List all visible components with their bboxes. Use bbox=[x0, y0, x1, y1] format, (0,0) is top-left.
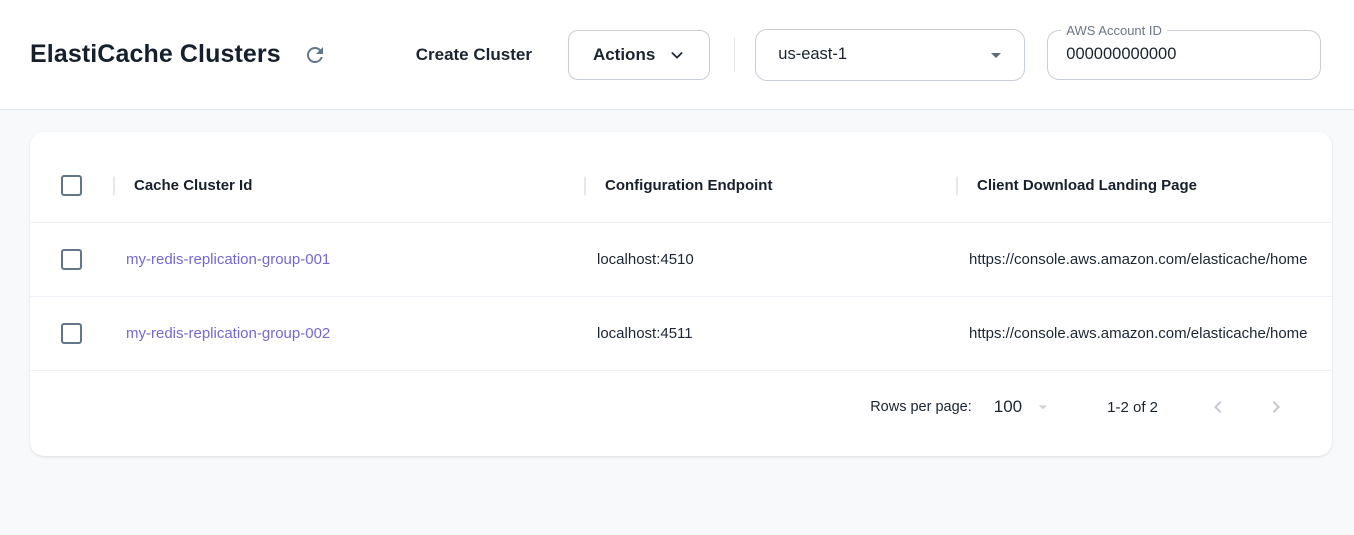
column-separator bbox=[584, 176, 586, 195]
column-header-label: Configuration Endpoint bbox=[605, 177, 772, 194]
cache-cluster-id-cell: my-redis-replication-group-002 bbox=[113, 325, 584, 342]
row-checkbox[interactable] bbox=[61, 323, 82, 344]
cache-cluster-id-cell: my-redis-replication-group-001 bbox=[113, 251, 584, 268]
aws-account-id-field: AWS Account ID bbox=[1047, 30, 1321, 80]
page-range-label: 1-2 of 2 bbox=[1107, 399, 1158, 416]
region-select-value: us-east-1 bbox=[778, 45, 984, 64]
header-divider bbox=[734, 38, 735, 72]
aws-account-id-label: AWS Account ID bbox=[1061, 22, 1167, 39]
refresh-icon bbox=[303, 43, 327, 67]
landing-page-cell: https://console.aws.amazon.com/elasticac… bbox=[956, 325, 1332, 342]
next-page-button[interactable] bbox=[1256, 387, 1296, 427]
top-bar: ElastiCache Clusters Create Cluster Acti… bbox=[0, 0, 1354, 110]
row-select-cell bbox=[30, 223, 113, 296]
row-checkbox[interactable] bbox=[61, 249, 82, 270]
column-header-cache-cluster-id[interactable]: Cache Cluster Id bbox=[113, 149, 584, 222]
cluster-link[interactable]: my-redis-replication-group-002 bbox=[126, 325, 330, 342]
row-select-cell bbox=[30, 297, 113, 370]
prev-page-button[interactable] bbox=[1198, 387, 1238, 427]
chevron-down-icon bbox=[669, 47, 685, 63]
create-cluster-button[interactable]: Create Cluster bbox=[410, 35, 538, 75]
column-header-label: Cache Cluster Id bbox=[134, 177, 252, 194]
rows-per-page-select[interactable]: 100 bbox=[994, 397, 1053, 417]
dropdown-arrow-icon bbox=[984, 43, 1008, 67]
configuration-endpoint-cell: localhost:4510 bbox=[584, 251, 956, 268]
landing-page-cell: https://console.aws.amazon.com/elasticac… bbox=[956, 251, 1332, 268]
column-separator bbox=[956, 176, 958, 195]
column-header-label: Client Download Landing Page bbox=[977, 177, 1197, 194]
chevron-right-icon bbox=[1264, 395, 1288, 419]
region-select[interactable]: us-east-1 bbox=[755, 29, 1025, 81]
rows-per-page-value: 100 bbox=[994, 397, 1022, 417]
column-header-client-download-landing-page[interactable]: Client Download Landing Page bbox=[956, 149, 1332, 222]
rows-per-page-label: Rows per page: bbox=[870, 399, 972, 415]
table-header-row: Cache Cluster Id Configuration Endpoint … bbox=[30, 149, 1332, 223]
select-all-checkbox[interactable] bbox=[61, 175, 82, 196]
clusters-table-card: Cache Cluster Id Configuration Endpoint … bbox=[30, 132, 1332, 456]
chevron-left-icon bbox=[1206, 395, 1230, 419]
table-row: my-redis-replication-group-001 localhost… bbox=[30, 223, 1332, 297]
column-separator bbox=[113, 176, 115, 195]
page-title: ElastiCache Clusters bbox=[30, 40, 281, 69]
column-header-configuration-endpoint[interactable]: Configuration Endpoint bbox=[584, 149, 956, 222]
cluster-link[interactable]: my-redis-replication-group-001 bbox=[126, 251, 330, 268]
actions-button[interactable]: Actions bbox=[568, 30, 710, 80]
table-row: my-redis-replication-group-002 localhost… bbox=[30, 297, 1332, 371]
actions-button-label: Actions bbox=[593, 45, 655, 65]
select-all-cell bbox=[30, 149, 113, 222]
pagination: Rows per page: 100 1-2 of 2 bbox=[30, 371, 1332, 443]
dropdown-arrow-icon bbox=[1033, 397, 1053, 417]
refresh-button[interactable] bbox=[298, 38, 332, 72]
configuration-endpoint-cell: localhost:4511 bbox=[584, 325, 956, 342]
